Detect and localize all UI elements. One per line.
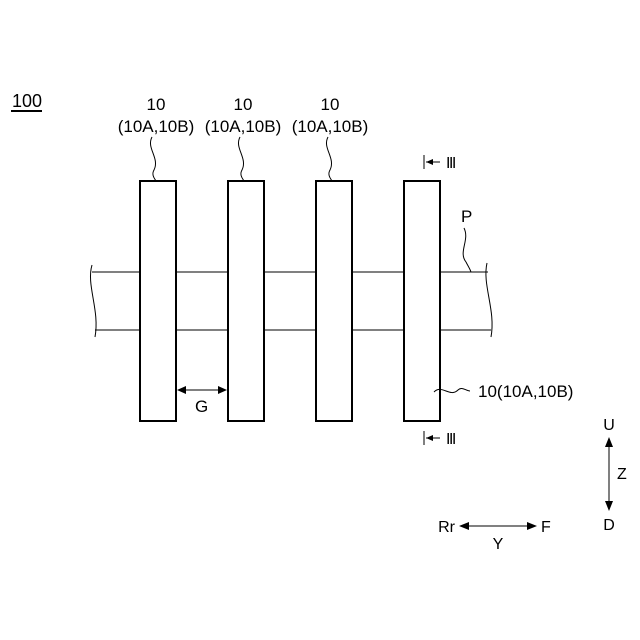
plate-2-number: 10 [234,95,253,114]
plate-4 [404,181,440,421]
axis-front-arrow-head [527,522,537,530]
axis-down-arrow-head [605,501,613,511]
axis-down-label: D [603,517,615,534]
gap-arrow-left-head [177,386,186,394]
pipe-label: P [461,207,472,226]
horizontal-axis [459,522,537,530]
gap-dimension [177,386,227,394]
plate-1-sub: (10A,10B) [118,117,195,136]
plate-3-sub: (10A,10B) [292,117,369,136]
plate-2-leader [238,137,244,181]
axis-horizontal-label: Y [493,536,504,553]
gap-arrow-right-head [218,386,227,394]
section-top-label: Ⅲ [446,155,456,172]
vertical-axis [605,437,613,511]
plate-3-number: 10 [321,95,340,114]
axis-rear-arrow-head [459,522,469,530]
axis-up-arrow-head [605,437,613,447]
gap-label: G [195,397,208,416]
section-marker-bottom [424,431,440,445]
section-marker-top [424,155,440,169]
plate-1-leader [150,137,156,181]
plate-1-number: 10 [147,95,166,114]
plate-4-label: 10(10A,10B) [478,382,573,401]
pipe-left-break [90,265,96,337]
axis-front-label: F [541,519,551,536]
section-top-arrow-head [426,159,433,165]
plate-2 [228,181,264,421]
plate-2-sub: (10A,10B) [205,117,282,136]
axis-vertical-label: Z [617,466,627,483]
figure-ref-number: 100 [12,91,42,111]
section-bottom-label: Ⅲ [446,431,456,448]
pipe-right-break [486,263,492,337]
plate-3-leader [326,137,332,181]
axis-up-label: U [603,417,615,434]
plate-1 [140,181,176,421]
axis-rear-label: Rr [438,519,456,536]
plate-3 [316,181,352,421]
pipe-leader [463,228,471,272]
section-bottom-arrow-head [426,435,433,441]
